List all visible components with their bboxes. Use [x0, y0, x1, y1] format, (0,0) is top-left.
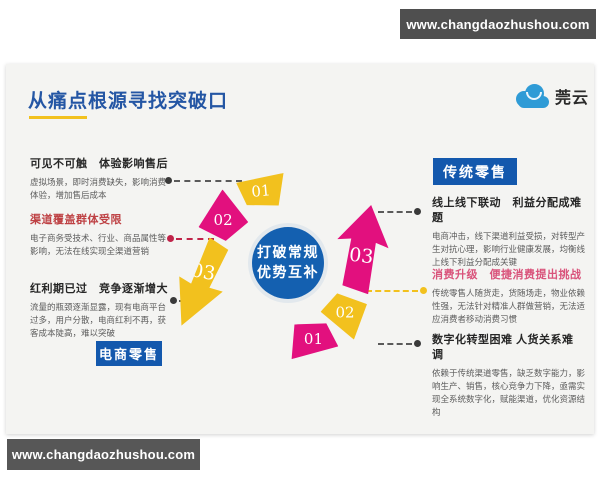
connector-dash-right-2: [366, 290, 418, 292]
slide-canvas: 从痛点根源寻找突破口 莞云 可见不可触 体验影响售后 虚拟场景，即时消费缺失，影…: [6, 64, 594, 434]
connector-dot-right-3: [414, 340, 421, 347]
pain-point-body: 流量的瓶颈逐渐显露，现有电商平台过多，用户分散，电商红利不再，获客成本陡高，难以…: [30, 301, 167, 339]
connector-dot-left-2: [167, 235, 174, 242]
pain-point-body: 电商冲击，线下渠道利益受损，对转型产生对抗心理，影响行业健康发展，均衡线上线下利…: [432, 230, 586, 268]
traditional-pain-point-1: 线上线下联动 利益分配成难题 电商冲击，线下渠道利益受损，对转型产生对抗心理，影…: [432, 196, 592, 269]
step-number: 02: [335, 303, 356, 322]
pain-point-heading: 渠道覆盖群体受限: [30, 214, 122, 226]
central-theme-line1: 打破常规: [257, 244, 319, 261]
bottom-watermark-banner: www.changdaozhushou.com: [7, 439, 200, 470]
step-number: 03: [347, 243, 375, 269]
up-arrow-right-03: 03: [327, 200, 396, 297]
cloud-logo-icon: [516, 84, 550, 108]
pain-point-heading: 消费升级 便捷消费提出挑战: [432, 269, 582, 281]
pain-point-heading: 可见不可触 体验影响售后: [30, 158, 168, 170]
top-watermark-banner: www.changdaozhushou.com: [400, 9, 596, 39]
page-title: 从痛点根源寻找突破口: [28, 91, 229, 112]
pain-point-heading: 红利期已过 竞争逐渐增大: [30, 283, 168, 295]
step-number: 01: [303, 330, 323, 348]
step-wedge-left-01: 01: [236, 173, 287, 209]
ecommerce-pain-point-1: 可见不可触 体验影响售后 虚拟场景，即时消费缺失，影响消费体验，增加售后成本: [30, 157, 170, 202]
step-wedge-right-01: 01: [287, 319, 339, 359]
connector-dash-left-1: [174, 180, 242, 182]
connector-dot-left-3: [170, 297, 177, 304]
pain-point-heading: 线上线下联动 利益分配成难题: [432, 197, 582, 224]
traditional-pain-point-3: 数字化转型困难 人货关系难调 依赖于传统渠道零售，缺乏数字能力，影响生产、销售，…: [432, 333, 592, 419]
central-theme-line2: 优势互补: [257, 264, 319, 280]
ecommerce-retail-badge: 电商零售: [96, 341, 162, 366]
down-arrow-left-03: 03: [161, 233, 240, 336]
connector-dot-right-2: [420, 287, 427, 294]
title-accent-underline: [29, 116, 87, 119]
connector-dash-right-3: [378, 343, 412, 345]
pain-point-body: 电子商务受技术、行业、商品属性等影响，无法在线实现全渠道营销: [30, 232, 167, 257]
pain-point-body: 传统零售人随货走，货随场走，物业依赖性强，无法针对精准人群做营销，无法适应消费者…: [432, 287, 586, 325]
step-number: 01: [250, 181, 272, 201]
top-watermark-url: www.changdaozhushou.com: [406, 16, 590, 32]
bottom-watermark-url: www.changdaozhushou.com: [11, 447, 196, 462]
pain-point-body: 依赖于传统渠道零售，缺乏数字能力，影响生产、销售，核心竞争力下降，亟需实现全系统…: [432, 367, 586, 418]
pain-point-heading: 数字化转型困难 人货关系难调: [432, 334, 574, 361]
brand-logo: 莞云: [516, 84, 589, 108]
step-number: 02: [213, 210, 233, 229]
connector-dot-right-1: [414, 208, 421, 215]
ecommerce-pain-point-3: 红利期已过 竞争逐渐增大 流量的瓶颈逐渐显露，现有电商平台过多，用户分散，电商红…: [30, 282, 170, 340]
brand-name: 莞云: [555, 90, 590, 107]
ecommerce-pain-point-2: 渠道覆盖群体受限 电子商务受技术、行业、商品属性等影响，无法在线实现全渠道营销: [30, 213, 170, 258]
connector-dash-left-2: [176, 238, 214, 240]
connector-dash-right-1: [378, 211, 412, 213]
traditional-pain-point-2: 消费升级 便捷消费提出挑战 传统零售人随货走，货随场走，物业依赖性强，无法针对精…: [432, 268, 592, 326]
pain-point-body: 虚拟场景，即时消费缺失，影响消费体验，增加售后成本: [30, 176, 167, 201]
connector-dot-left-1: [165, 177, 172, 184]
step-number: 03: [189, 259, 217, 286]
central-theme-circle: 打破常规 优势互补: [252, 227, 324, 299]
traditional-retail-badge: 传统零售: [433, 158, 517, 185]
